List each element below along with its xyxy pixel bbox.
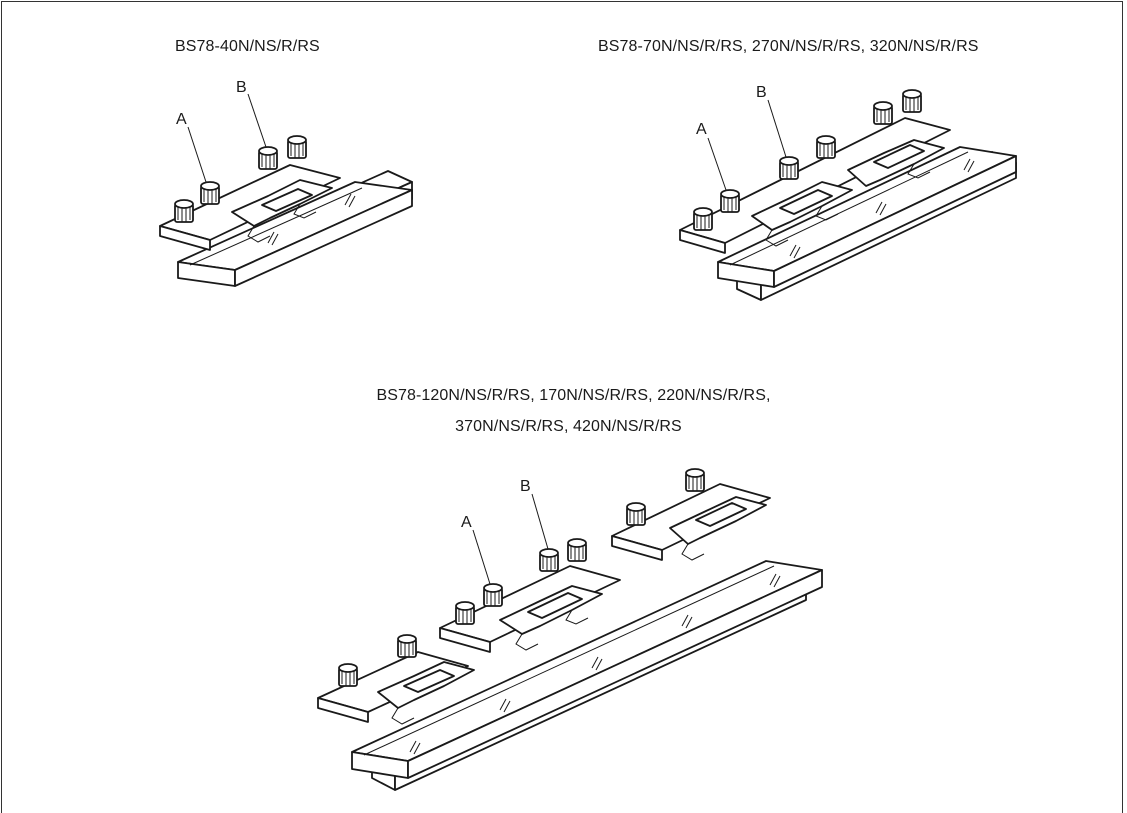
figure-3-caption-line-2: 370N/NS/R/RS, 420N/NS/R/RS [455, 418, 682, 435]
fig3-leader-b [531, 493, 549, 550]
fig3-label-b: B [520, 478, 531, 495]
fig2-screw-b2 [816, 135, 836, 159]
fig3-screw-b2 [567, 538, 587, 562]
figure-1-caption: BS78-40N/NS/R/RS [175, 38, 320, 55]
fig1-screw-b1 [258, 146, 278, 170]
fig2-leader-b [767, 99, 787, 158]
fig1-screw-b2 [287, 135, 307, 159]
fig3-leader-a [472, 529, 491, 585]
figure-3-caption-line-1: BS78-120N/NS/R/RS, 170N/NS/R/RS, 220N/NS… [376, 387, 771, 404]
fig1-leader-b [247, 93, 267, 148]
fig2-screw-a1 [693, 207, 713, 231]
fig3-label-a: A [461, 514, 472, 531]
figure-1-illustration: A B [159, 79, 413, 287]
fig1-leader-a [187, 126, 207, 183]
fig2-screw-c2 [902, 89, 922, 113]
fig2-label-b: B [756, 84, 767, 101]
figure-2-caption: BS78-70N/NS/R/RS, 270N/NS/R/RS, 320N/NS/… [598, 38, 979, 55]
fig3-screw-1 [338, 663, 358, 687]
fig1-screw-a1 [174, 199, 194, 223]
fig3-screw-b1 [539, 548, 559, 572]
fig2-label-a: A [696, 121, 707, 138]
fig1-label-a: A [176, 111, 187, 128]
fig1-screw-a2 [200, 181, 220, 205]
fig2-screw-a2 [720, 189, 740, 213]
fig3-screw-6 [685, 468, 705, 492]
fig2-screw-b1 [779, 156, 799, 180]
figure-3-illustration: A B [317, 468, 823, 791]
figure-2-illustration: A B [679, 84, 1017, 301]
fig3-screw-2 [397, 634, 417, 658]
fig3-screw-a2 [483, 583, 503, 607]
fig3-screw-5 [626, 502, 646, 526]
fig2-screw-c1 [873, 101, 893, 125]
fig2-leader-a [707, 137, 727, 191]
fig3-screw-a1 [455, 601, 475, 625]
fig1-label-b: B [236, 79, 247, 96]
